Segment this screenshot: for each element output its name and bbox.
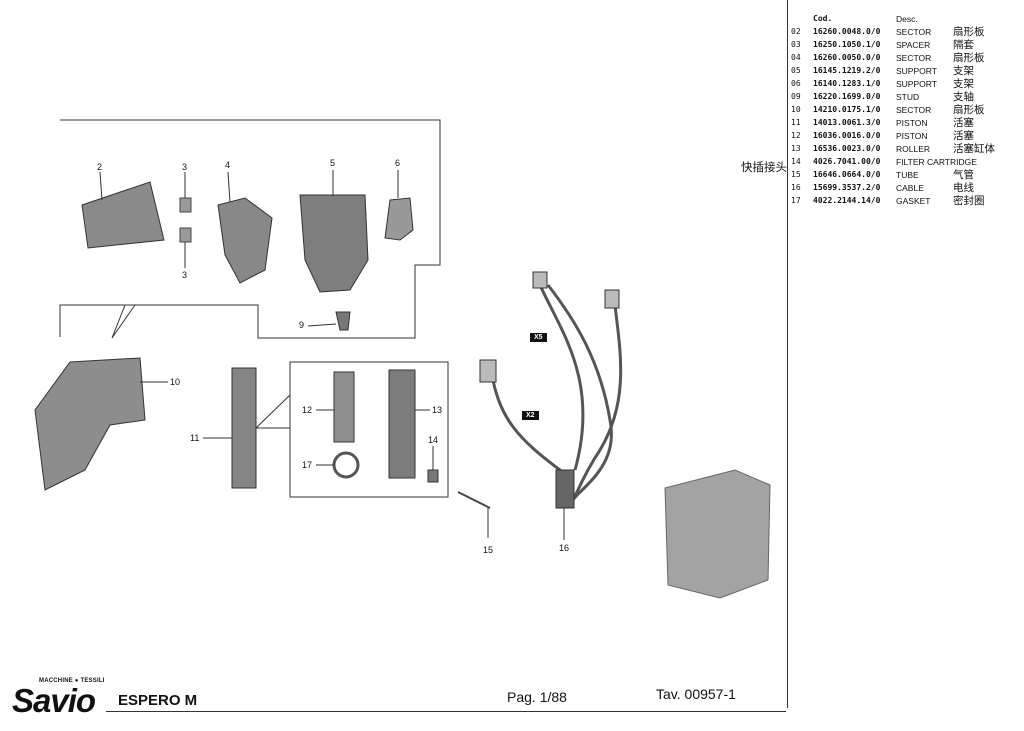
row-cn: 扇形板 (953, 26, 985, 38)
row-desc: PISTON (896, 118, 928, 128)
callout-12: 12 (302, 405, 313, 415)
part-stud-9 (335, 311, 351, 331)
row-cn: 活塞 (953, 117, 974, 129)
callout-10: 10 (170, 377, 181, 387)
brand-subtitle: MACCHINE ● TESSILI (39, 678, 105, 684)
part-sector-2 (81, 181, 165, 249)
callout-9: 9 (299, 320, 305, 330)
row-desc: STUD (896, 92, 920, 102)
callout-17: 17 (302, 460, 313, 470)
row-code: 16140.1283.1/0 (813, 79, 881, 88)
callout-11: 11 (190, 433, 200, 443)
side-note: 快插接头 (741, 160, 787, 174)
row-cn: 活塞 (953, 130, 974, 142)
row-desc: CABLE (896, 183, 924, 193)
part-support-6 (384, 197, 414, 241)
row-pos: 05 (791, 66, 801, 75)
callout-5: 5 (330, 158, 336, 168)
row-code: 16536.0023.0/0 (813, 144, 881, 153)
row-cn: 支架 (953, 65, 974, 77)
row-cn: 支架 (953, 78, 974, 90)
row-pos: 10 (791, 105, 801, 114)
callout-14: 14 (428, 435, 439, 445)
part-support-5 (299, 194, 369, 293)
row-pos: 06 (791, 79, 801, 88)
row-cn: 活塞缸体 (953, 143, 995, 155)
model-name: ESPERO M (118, 692, 198, 709)
row-code: 14210.0175.1/0 (813, 105, 881, 114)
row-code: 4022.2144.14/0 (813, 196, 881, 205)
callout-13: 13 (432, 405, 443, 415)
row-code: 16036.0016.0/0 (813, 131, 881, 140)
callout-3b: 3 (182, 270, 188, 280)
row-pos: 09 (791, 92, 801, 101)
row-code: 16260.0050.0/0 (813, 53, 881, 62)
row-pos: 03 (791, 40, 801, 49)
row-code: 16145.1219.2/0 (813, 66, 881, 75)
connector-tag-x5: X5 (530, 333, 547, 342)
row-cn: 扇形板 (953, 52, 985, 64)
part-spacer-3b (179, 227, 192, 243)
part-sector-4 (217, 197, 273, 284)
part-sector-10 (34, 357, 146, 491)
callout-4: 4 (225, 160, 231, 170)
row-desc: SPACER (896, 40, 931, 50)
row-cn: 支轴 (953, 91, 974, 103)
row-cn: 隔套 (953, 39, 974, 51)
row-desc: SUPPORT (896, 79, 937, 89)
row-pos: 02 (791, 27, 801, 36)
row-desc: SECTOR (896, 27, 932, 37)
row-code: 15699.3537.2/0 (813, 183, 881, 192)
row-desc: ROLLER (896, 144, 931, 154)
part-cable-16 (490, 284, 623, 507)
row-pos: 16 (791, 183, 801, 192)
row-code: 4026.7041.00/0 (813, 157, 881, 166)
page-number: Pag. 1/88 (507, 689, 567, 705)
row-code: 16646.0664.0/0 (813, 170, 881, 179)
row-code: 14013.0061.3/0 (813, 118, 881, 127)
part-piston-11 (231, 367, 257, 489)
brand-name: Savio (12, 682, 96, 719)
row-pos: 17 (791, 196, 801, 205)
row-pos: 13 (791, 144, 801, 153)
divider (787, 0, 788, 708)
part-filter-14 (427, 469, 439, 483)
row-cn: 电线 (953, 182, 974, 194)
assembly-image (664, 469, 771, 599)
footer-rule (106, 711, 786, 712)
row-pos: 15 (791, 170, 801, 179)
row-desc: SECTOR (896, 105, 932, 115)
row-cn: 扇形板 (953, 104, 985, 116)
row-pos: 11 (791, 118, 801, 127)
row-desc: TUBE (896, 170, 919, 180)
row-desc: SECTOR (896, 53, 932, 63)
callout-6: 6 (395, 158, 401, 168)
part-spacer-3a (179, 197, 192, 213)
callout-16: 16 (559, 543, 570, 553)
header-code: Cod. (813, 14, 833, 23)
connector-tag-x2: X2 (522, 411, 539, 420)
row-desc: GASKET (896, 196, 931, 206)
row-code: 16260.0048.0/0 (813, 27, 881, 36)
row-desc: PISTON (896, 131, 928, 141)
row-code: 16220.1699.0/0 (813, 92, 881, 101)
part-roller-13 (388, 369, 416, 479)
part-tube-15 (457, 491, 491, 509)
row-pos: 04 (791, 53, 801, 62)
row-desc: FILTER CARTRIDGE (896, 157, 977, 167)
callout-2: 2 (97, 162, 103, 172)
callout-15: 15 (483, 545, 494, 555)
table-number: Tav. 00957-1 (656, 686, 736, 702)
row-desc: SUPPORT (896, 66, 937, 76)
row-pos: 14 (791, 157, 801, 166)
row-pos: 12 (791, 131, 801, 140)
row-cn: 密封圈 (953, 195, 985, 207)
row-code: 16250.1050.1/0 (813, 40, 881, 49)
part-piston-12 (333, 371, 355, 443)
part-gasket-17 (332, 451, 360, 479)
callout-3a: 3 (182, 162, 188, 172)
row-cn: 气管 (953, 169, 974, 181)
header-desc: Desc. (896, 14, 918, 24)
